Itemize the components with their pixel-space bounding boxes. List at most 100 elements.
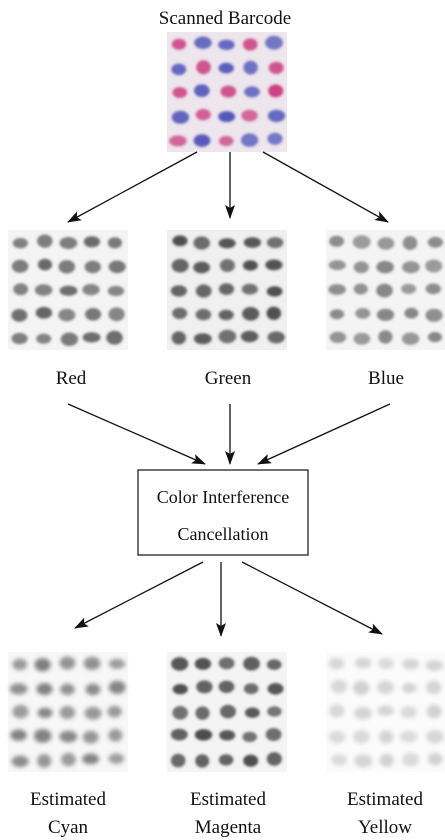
barcode-dot: [427, 752, 443, 766]
barcode-dot: [171, 258, 189, 273]
barcode-dot: [218, 62, 234, 74]
barcode-dot: [267, 109, 286, 123]
barcode-dot: [242, 307, 260, 321]
barcode-dot: [108, 307, 125, 322]
barcode-dot: [219, 259, 235, 272]
barcode-dot: [220, 85, 237, 98]
barcode-dot: [329, 331, 347, 343]
blue-label: Blue: [368, 368, 404, 389]
barcode-dot: [196, 680, 213, 694]
barcode-dot: [265, 259, 283, 271]
barcode-dot: [244, 86, 260, 98]
barcode-dot: [402, 261, 420, 274]
barcode-dot: [170, 728, 188, 741]
barcode-dot: [427, 332, 442, 343]
barcode-dot: [195, 284, 212, 298]
barcode-dot: [108, 260, 126, 274]
barcode-dot: [82, 753, 100, 765]
barcode-dot: [193, 333, 212, 345]
barcode-dot: [265, 35, 283, 50]
barcode-dot: [266, 659, 282, 670]
barcode-dot: [59, 285, 78, 296]
barcode-dot: [171, 63, 187, 76]
red-channel-image: [8, 230, 128, 350]
barcode-dot: [268, 61, 284, 75]
barcode-dot: [355, 308, 371, 319]
green-label: Green: [205, 368, 252, 389]
barcode-dot: [218, 238, 236, 249]
barcode-dot: [266, 286, 283, 297]
barcode-dot: [108, 753, 125, 764]
barcode-dot: [266, 237, 284, 249]
barcode-dot: [352, 730, 370, 744]
barcode-dot: [171, 110, 190, 124]
barcode-dot: [195, 308, 212, 321]
blue-channel-image: [326, 230, 445, 350]
arrow-blue-to-box: [257, 403, 391, 465]
barcode-dot: [328, 657, 345, 670]
barcode-dot: [265, 728, 282, 741]
barcode-dot: [400, 706, 417, 719]
barcode-dot: [107, 705, 122, 718]
barcode-dot: [376, 308, 395, 321]
barcode-dot: [218, 309, 234, 321]
barcode-dot: [240, 133, 259, 147]
arrow-to-blue: [262, 151, 389, 223]
barcode-dot: [85, 308, 102, 321]
barcode-dot: [172, 307, 188, 319]
barcode-dot: [425, 308, 443, 322]
process-box-line2: Cancellation: [178, 524, 269, 544]
barcode-dot: [426, 730, 444, 744]
barcode-dot: [193, 236, 210, 250]
green-channel-image: [167, 230, 287, 350]
barcode-dot: [329, 235, 345, 247]
barcode-dot: [243, 683, 259, 695]
barcode-dot: [241, 283, 258, 295]
barcode-dot: [218, 680, 235, 693]
barcode-dot: [240, 330, 259, 343]
barcode-dot: [195, 108, 211, 121]
barcode-dot: [82, 730, 99, 744]
barcode-dot: [426, 704, 442, 719]
barcode-dot: [196, 60, 211, 75]
estimated-yellow-label-line2: Yellow: [358, 817, 412, 838]
barcode-dot: [108, 658, 126, 669]
barcode-dot: [328, 260, 346, 271]
barcode-dot: [35, 306, 53, 319]
barcode-dot: [169, 135, 187, 147]
estimated-cyan-label-line2: Cyan: [48, 817, 89, 838]
process-box-line1: Color Interference: [157, 487, 289, 507]
barcode-dot: [329, 704, 345, 718]
barcode-dot: [172, 684, 188, 695]
barcode-dot: [268, 84, 284, 98]
barcode-dot: [37, 258, 53, 271]
barcode-dot: [243, 754, 259, 767]
barcode-dot: [220, 704, 236, 719]
barcode-dot: [404, 307, 419, 319]
barcode-dot: [13, 283, 29, 296]
barcode-dot: [328, 284, 346, 295]
barcode-dot: [242, 260, 258, 271]
barcode-dot: [170, 753, 186, 768]
arrow-box-to-cyan: [74, 561, 204, 629]
barcode-dot: [60, 683, 75, 695]
estimated-cyan-image: [8, 652, 128, 772]
estimated-magenta-image: [167, 652, 287, 772]
barcode-dot: [377, 705, 394, 716]
barcode-dot: [108, 680, 126, 694]
barcode-dot: [12, 238, 28, 249]
barcode-dot: [218, 329, 237, 344]
barcode-dot: [425, 283, 441, 295]
barcode-dot: [33, 729, 52, 743]
barcode-dot: [194, 729, 213, 741]
red-label: Red: [56, 368, 87, 389]
barcode-dot: [354, 754, 373, 768]
barcode-dot: [59, 237, 78, 249]
barcode-dot: [11, 332, 28, 345]
barcode-dot: [218, 135, 234, 147]
barcode-dot: [353, 283, 368, 295]
barcode-dot: [85, 683, 101, 696]
barcode-dot: [195, 706, 210, 720]
arrow-red-to-box: [67, 403, 206, 465]
